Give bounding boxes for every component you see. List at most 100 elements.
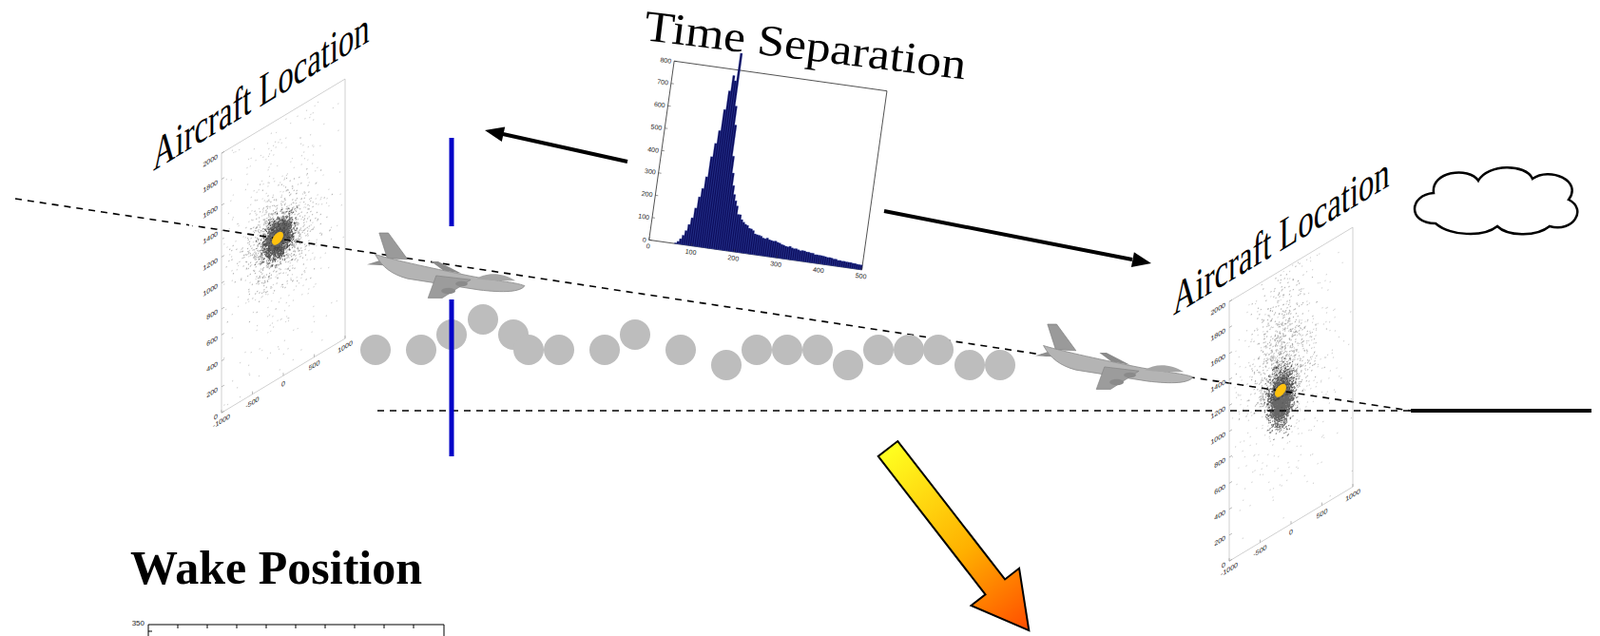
axis-tick — [1229, 507, 1233, 510]
axis-tick-label: 0 — [636, 241, 660, 251]
plot-frame — [221, 78, 346, 413]
axis-tick — [733, 249, 735, 252]
axis-tick-label: 400 — [1196, 507, 1226, 532]
axis-tick — [1321, 502, 1323, 506]
axis-tick — [221, 359, 225, 362]
axis-tick-label: 800 — [1196, 456, 1226, 481]
axis-tick-label: 1800 — [189, 177, 218, 202]
drawing-part — [413, 624, 415, 629]
axis-tick-label: 500 — [641, 121, 663, 132]
mean-position-dot — [271, 229, 284, 248]
arrow-head — [484, 127, 505, 143]
axis-tick — [1229, 533, 1233, 536]
axis-tick — [818, 261, 820, 265]
axis-tick — [313, 354, 315, 358]
drawing-part — [741, 334, 772, 366]
histogram: 8007006005004003002001000010020030040050… — [623, 52, 897, 290]
wake-vortices — [360, 304, 1016, 381]
drawing-part — [360, 334, 391, 366]
drawing-part — [863, 334, 894, 366]
axis-tick — [658, 172, 662, 174]
axis-tick — [664, 127, 668, 129]
section-heading: Wake Position — [130, 543, 423, 592]
axis-tick-label: 800 — [189, 308, 218, 332]
drawing-part — [711, 349, 742, 381]
scatter-points — [1230, 228, 1353, 557]
drawing-part — [405, 334, 437, 366]
axis-tick — [221, 385, 225, 387]
drawing-part — [665, 334, 696, 366]
axis-tick — [652, 216, 656, 218]
axis-tick — [648, 236, 650, 240]
drawing-part — [832, 349, 864, 381]
axis-tick — [691, 243, 693, 247]
runway — [1410, 408, 1592, 413]
axis-tick — [221, 151, 225, 154]
axis-tick — [283, 372, 285, 376]
drawing-part — [384, 624, 386, 629]
axis-tick-label: 1200 — [1196, 404, 1226, 428]
axis-tick — [674, 60, 677, 62]
drawing-part — [954, 349, 985, 381]
drawing-part — [864, 429, 1054, 636]
axis-tick — [221, 332, 225, 335]
drawing-part — [467, 304, 499, 335]
axis-tick — [221, 410, 225, 413]
axis-tick — [251, 391, 253, 395]
axis-tick — [655, 194, 658, 196]
axis-tick-label: 1400 — [189, 230, 218, 254]
drawing-part — [893, 334, 925, 366]
drawing-part — [354, 624, 356, 629]
axis-tick-label: 200 — [721, 252, 746, 263]
axis-tick — [668, 105, 672, 107]
axis-tick — [649, 239, 653, 241]
axis-tick — [1229, 404, 1233, 406]
drawing-part — [923, 334, 954, 366]
axis-tick — [1229, 558, 1231, 561]
axis-tick — [1352, 483, 1354, 487]
axis-tick-label: 400 — [189, 359, 218, 384]
plot-title: Aircraft Location — [1173, 147, 1390, 324]
axis-tick-label: 1600 — [1196, 352, 1226, 377]
axis-tick-label: 1000 — [189, 282, 218, 307]
axis-tick-label: 200 — [189, 385, 218, 410]
axis-tick — [775, 254, 777, 258]
axis-tick — [221, 203, 225, 206]
drawing-part — [619, 319, 651, 350]
axis-tick-label: 400 — [638, 144, 660, 155]
axis-tick — [345, 335, 347, 339]
arrow-shaft — [884, 211, 1133, 260]
histogram-bars — [674, 47, 890, 270]
scatter-points — [222, 140, 333, 343]
axis-tick-label: 300 — [764, 259, 789, 270]
axis-tick — [1229, 377, 1233, 380]
drawing-part — [589, 334, 620, 366]
drawing-part — [802, 334, 833, 366]
axis-tick-label: 1200 — [189, 255, 218, 280]
drawing-part — [148, 631, 153, 633]
axis-tick — [1229, 559, 1233, 561]
axis-tick — [1259, 539, 1261, 543]
axis-tick — [1229, 326, 1233, 328]
axis-tick-label: 400 — [806, 265, 830, 275]
drawing-part — [236, 624, 238, 629]
axis-tick — [1291, 520, 1292, 524]
axis-tick-label: 300 — [635, 166, 656, 176]
drawing-part — [295, 624, 297, 629]
drawing-part — [148, 624, 444, 636]
result-arrow — [864, 429, 1054, 636]
drawing-part — [513, 334, 544, 366]
arrow-shaft — [502, 134, 628, 162]
drawing-part — [207, 624, 209, 629]
axis-tick — [1229, 299, 1233, 302]
axis-tick — [221, 229, 225, 232]
following-aircraft — [1035, 324, 1194, 389]
arrow-head — [1131, 251, 1152, 268]
axis-tick — [661, 150, 665, 152]
axis-tick — [221, 177, 225, 180]
histogram-plot — [623, 52, 897, 290]
drawing-part — [177, 624, 179, 629]
drawing-part — [325, 624, 327, 629]
axis-tick-label: 100 — [678, 247, 703, 257]
axis-tick — [221, 307, 225, 309]
